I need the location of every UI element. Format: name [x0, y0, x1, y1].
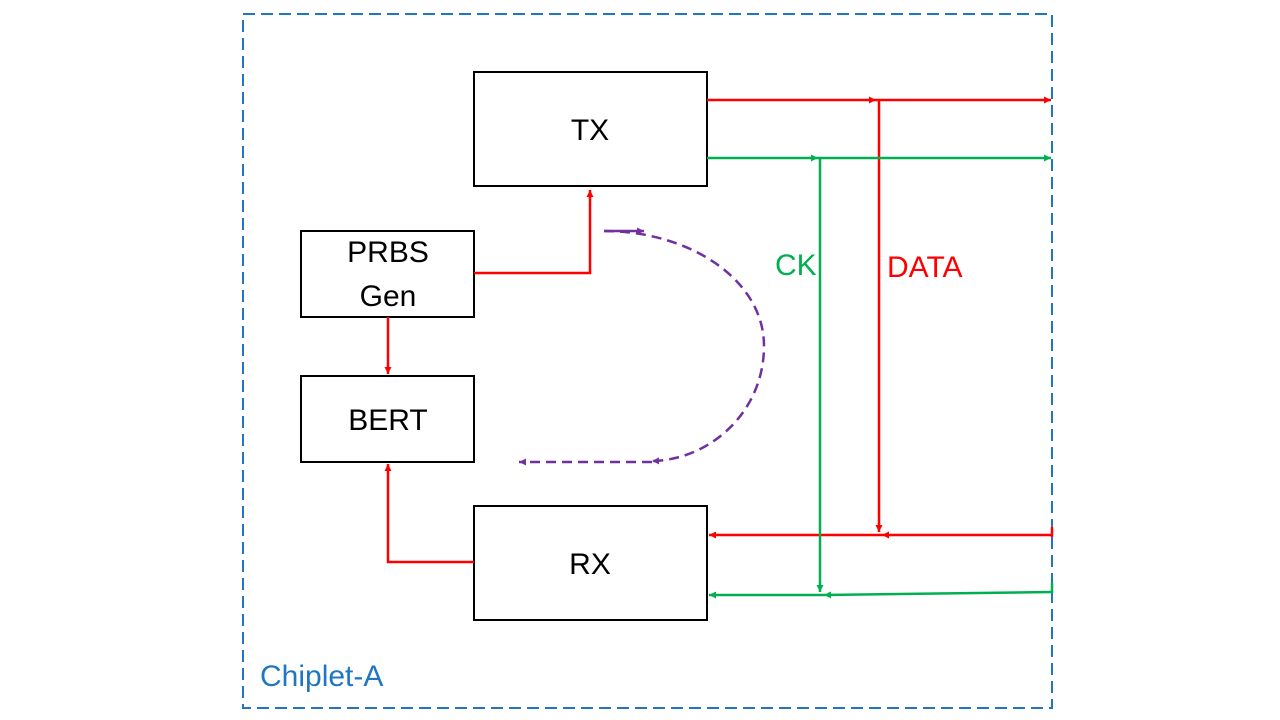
- rx-to-bert-arrow: [384, 464, 474, 564]
- bert-label: BERT: [348, 404, 427, 437]
- data-label: DATA: [887, 251, 963, 284]
- loopback-arc: [603, 229, 766, 465]
- chiplet-label: Chiplet-A: [260, 660, 383, 693]
- bert-block: [300, 375, 475, 463]
- rx-label: RX: [569, 548, 611, 581]
- rx-ck-in-segment-1: [823, 590, 1053, 599]
- prbs-label-line2: Gen: [360, 280, 417, 313]
- tx-label: TX: [571, 114, 609, 147]
- prbs-label-line1: PRBS: [347, 236, 429, 269]
- rx-block: [473, 505, 708, 621]
- chiplet-frame: [242, 13, 1053, 709]
- ck-label: CK: [775, 249, 817, 282]
- tx-block: [473, 71, 708, 187]
- prbs-to-tx-arrow: [474, 190, 594, 275]
- prbs-gen-block: [300, 230, 475, 318]
